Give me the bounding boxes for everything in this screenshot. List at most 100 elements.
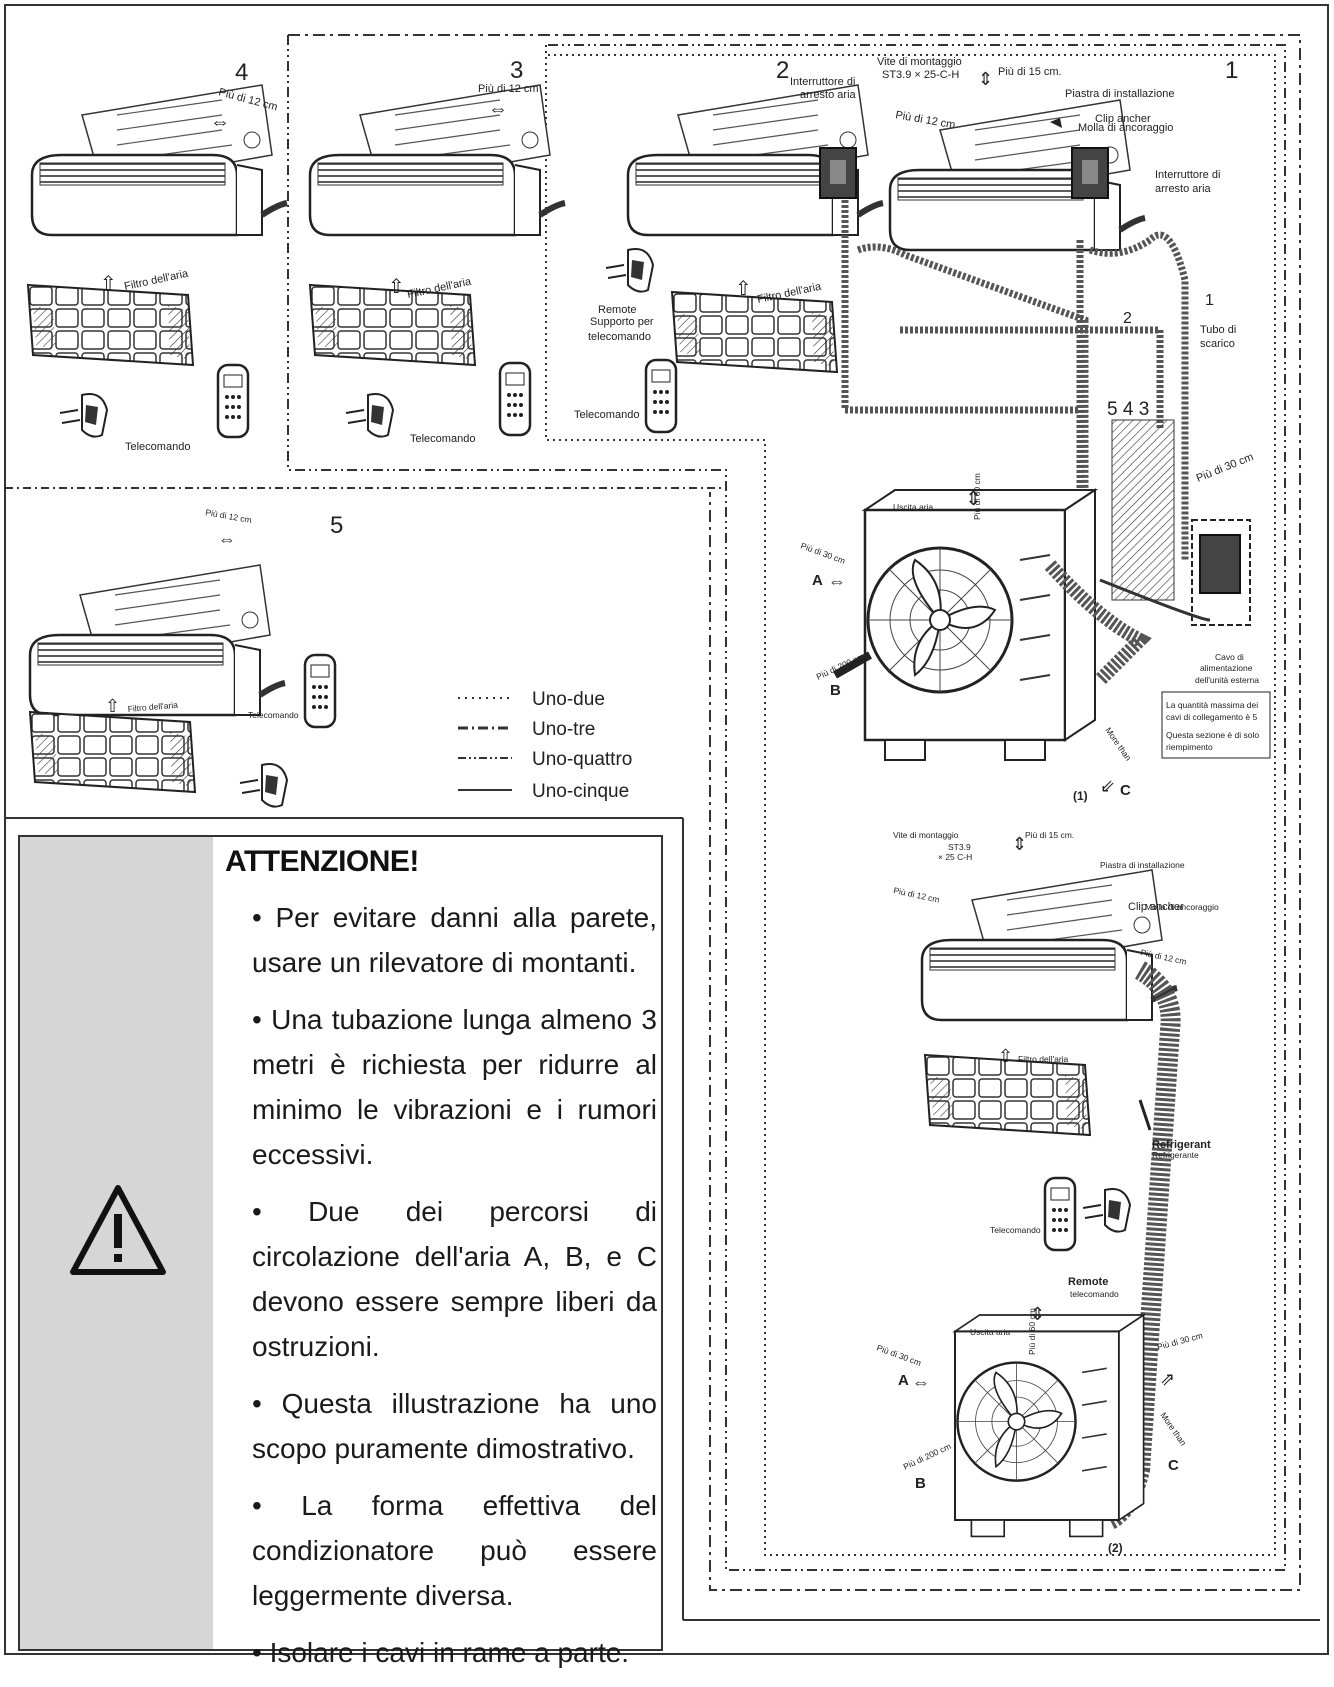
panel-5-number: 5 — [330, 512, 343, 539]
lower-system: Vite di montaggio ST3.9 × 25 C-H Più di … — [875, 830, 1219, 1555]
vertical-arrow-icon: ⇕ — [978, 69, 993, 89]
panel-1: 1 Vite di montaggio ST3.9 × 25-C-H ⇕ Più… — [877, 56, 1238, 250]
line-style-legend: Uno-due Uno-tre Uno-quattro Uno-cinque — [458, 689, 632, 802]
svg-text:La quantità massima dei: La quantità massima dei — [1166, 700, 1258, 710]
warning-item: • Questa illustrazione ha uno scopo pura… — [252, 1388, 657, 1464]
svg-text:Più di 12 cm: Più di 12 cm — [894, 109, 956, 131]
svg-text:Vite di montaggio: Vite di montaggio — [893, 830, 959, 840]
svg-text:Telecomando: Telecomando — [990, 1225, 1041, 1235]
svg-text:Piastra di installazione: Piastra di installazione — [1100, 860, 1185, 870]
svg-text:⇔: ⇔ — [912, 1372, 930, 1392]
svg-text:Più di 30 cm: Più di 30 cm — [1195, 451, 1256, 485]
warning-item: • Isolare i cavi in rame a parte. — [252, 1637, 630, 1668]
svg-text:C: C — [1120, 782, 1131, 799]
cable-bundle: 5 4 3 Tubo di scarico 1 2 Più di 30 cm C… — [1107, 292, 1271, 759]
double-arrow-icon: ⇔ — [210, 111, 230, 133]
svg-text:More than: More than — [1103, 725, 1133, 762]
figure-1-label: (1) — [1073, 789, 1088, 803]
up-arrow-icon: ⇧ — [998, 1046, 1013, 1066]
vertical-arrow-icon: ⇕ — [1030, 1304, 1045, 1324]
svg-text:⇙: ⇙ — [1100, 776, 1115, 796]
up-arrow-icon: ⇧ — [735, 278, 752, 300]
svg-text:Filtro dell'aria: Filtro dell'aria — [123, 267, 190, 292]
svg-text:telecomando: telecomando — [1070, 1289, 1119, 1299]
svg-text:A: A — [898, 1372, 909, 1389]
svg-text:Molla di ancoraggio: Molla di ancoraggio — [1145, 902, 1219, 912]
legend-item: Uno-tre — [532, 719, 595, 740]
svg-text:5 4 3: 5 4 3 — [1107, 399, 1149, 420]
svg-text:Questa sezione è di solo: Questa sezione è di solo — [1166, 730, 1259, 740]
legend-item: Uno-due — [532, 689, 605, 710]
svg-text:Telecomando: Telecomando — [410, 433, 475, 445]
panel-1-number: 1 — [1225, 57, 1238, 84]
double-arrow-icon: ⇔ — [488, 98, 508, 120]
svg-text:Molla di ancoraggio: Molla di ancoraggio — [1078, 122, 1173, 134]
svg-text:⇔: ⇔ — [828, 571, 846, 591]
svg-text:× 25 C-H: × 25 C-H — [938, 852, 972, 862]
vertical-arrow-icon: ⇕ — [1012, 834, 1027, 854]
svg-text:Interruttore di: Interruttore di — [1155, 169, 1220, 181]
svg-text:Più di 15 cm.: Più di 15 cm. — [998, 66, 1062, 78]
svg-text:Interruttore di: Interruttore di — [790, 76, 855, 88]
double-arrow-icon: ⇔ — [218, 529, 236, 549]
svg-text:Refrigerante: Refrigerante — [1152, 1150, 1199, 1160]
panel-2: 2 Interruttore di arresto aria Filtro de… — [574, 57, 883, 434]
panel-3: 3 Più di 12 cm Filtro dell'aria Telecoma… — [310, 57, 565, 445]
panel-4-number: 4 — [235, 59, 248, 86]
svg-text:B: B — [830, 682, 841, 699]
svg-text:A: A — [812, 572, 823, 589]
svg-text:Più di 12 cm: Più di 12 cm — [478, 83, 539, 95]
legend-item: Uno-quattro — [532, 749, 632, 770]
up-arrow-icon: ⇧ — [388, 276, 405, 298]
svg-text:Più di 15 cm.: Più di 15 cm. — [1025, 830, 1074, 840]
svg-text:Più di 30 cm: Più di 30 cm — [799, 540, 846, 565]
warning-item: • Per evitare danni alla parete, usare u… — [252, 902, 657, 978]
svg-text:Più di 30 cm: Più di 30 cm — [875, 1342, 922, 1367]
svg-text:Filtro dell'aria: Filtro dell'aria — [1018, 1054, 1069, 1064]
svg-text:Uscita aria: Uscita aria — [893, 502, 933, 512]
svg-text:cavi di collegamento è 5: cavi di collegamento è 5 — [1166, 712, 1257, 722]
svg-text:Remote: Remote — [598, 304, 637, 316]
svg-text:Più di 12 cm: Più di 12 cm — [893, 885, 941, 905]
up-arrow-icon: ⇧ — [100, 273, 117, 295]
svg-text:Remote: Remote — [1068, 1276, 1108, 1288]
svg-text:Più di 60 cm: Più di 60 cm — [1027, 1308, 1037, 1355]
panel-2-number: 2 — [776, 57, 789, 84]
warning-list: • Per evitare danni alla parete, usare u… — [252, 895, 657, 1687]
svg-text:Più di 12 cm: Più di 12 cm — [205, 507, 253, 525]
warning-title: ATTENZIONE! — [225, 845, 419, 878]
svg-text:alimentazione: alimentazione — [1200, 663, 1253, 673]
svg-text:Refrigerant: Refrigerant — [1152, 1139, 1211, 1151]
svg-text:Filtro dell'aria: Filtro dell'aria — [127, 700, 178, 714]
svg-text:Piastra di installazione: Piastra di installazione — [1065, 88, 1174, 100]
pipe-network — [841, 200, 1189, 580]
svg-text:telecomando: telecomando — [588, 331, 651, 343]
panel-5: 5 Più di 12 cm ⇔ Filtro dell'aria ⇧ Tele… — [30, 507, 343, 808]
svg-text:Clip ancher: Clip ancher — [1128, 901, 1184, 913]
warning-box: ATTENZIONE! • Per evitare danni alla par… — [18, 835, 663, 1668]
svg-text:1: 1 — [1205, 292, 1214, 309]
panel-borders — [4, 4, 1329, 1655]
legend-item: Uno-cinque — [532, 781, 629, 802]
svg-text:Clip ancher: Clip ancher — [1095, 113, 1151, 125]
figure-2-label: (2) — [1108, 1541, 1123, 1555]
svg-text:scarico: scarico — [1200, 338, 1235, 350]
svg-text:C: C — [1168, 1457, 1179, 1474]
svg-text:ST3.9 × 25-C-H: ST3.9 × 25-C-H — [882, 69, 959, 81]
panel-4: 4 Più di 12 cm Filtro dell'aria Telecoma… — [27, 59, 287, 453]
svg-text:arresto aria: arresto aria — [1155, 183, 1212, 195]
warning-triangle-icon — [70, 1185, 166, 1275]
outdoor-switch-icon — [1199, 534, 1241, 594]
svg-text:ST3.9: ST3.9 — [948, 842, 971, 852]
svg-text:dell'unità esterna: dell'unità esterna — [1195, 675, 1259, 685]
svg-text:Più di 30 cm: Più di 30 cm — [1156, 1330, 1204, 1352]
svg-text:Supporto per: Supporto per — [590, 316, 654, 328]
vertical-arrow-icon: ⇕ — [965, 488, 982, 510]
warning-item: • Due dei percorsi di circolazione dell'… — [252, 1196, 657, 1362]
svg-text:Telecomando: Telecomando — [125, 441, 190, 453]
svg-text:⇗: ⇗ — [1160, 1369, 1175, 1389]
svg-text:arresto aria: arresto aria — [800, 89, 857, 101]
svg-text:Telecomando: Telecomando — [574, 409, 639, 421]
panel-3-number: 3 — [510, 57, 523, 84]
